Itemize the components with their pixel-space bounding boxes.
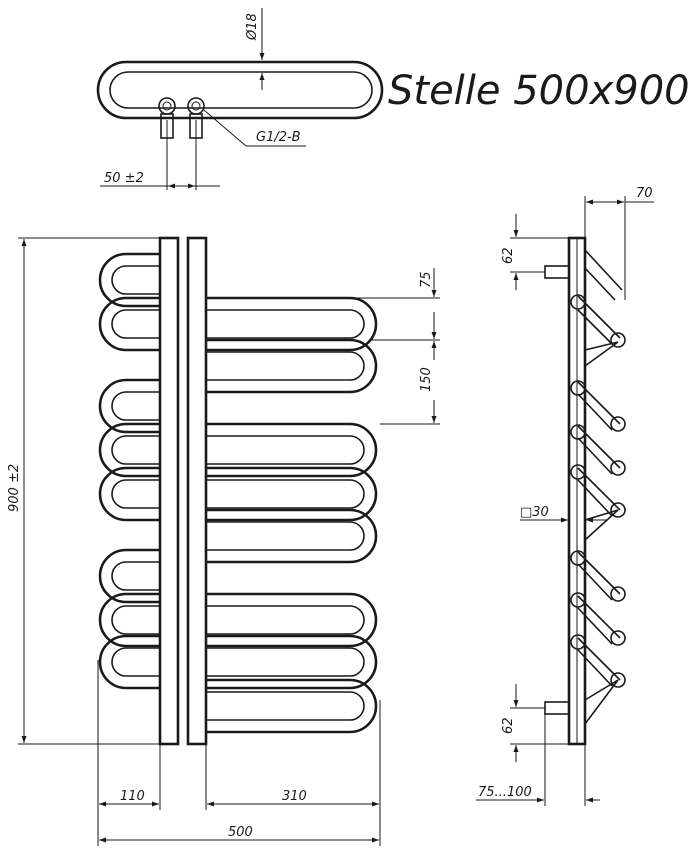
dim-width: 500 [228, 825, 253, 840]
wall-stub-bottom [544, 701, 570, 715]
dim-group-pitch: 150 [419, 367, 434, 392]
side-view: 70 62 □30 62 75...100 [476, 186, 654, 806]
top-connection-left [158, 97, 176, 115]
top-view-inner-loop [109, 71, 373, 109]
wall-stub-top [544, 265, 570, 279]
dim-loop-pitch: 75 [419, 271, 434, 288]
top-view-outer-loop [96, 60, 384, 120]
dim-right-span: 310 [282, 789, 307, 804]
dim-bottom-offset: 62 [501, 717, 516, 734]
dim-tube-diameter: Ø18 [245, 13, 260, 41]
dim-connection-spacing: 50 ±2 [104, 171, 144, 186]
dim-height: 900 ±2 [7, 464, 22, 512]
front-view: 75 150 900 ±2 110 310 500 [7, 236, 440, 846]
dim-left-offset: 110 [120, 789, 145, 804]
dim-collector-section: □30 [520, 505, 549, 520]
top-view: Ø18 G1/2-B 50 ±2 [96, 8, 384, 190]
loop-group [98, 252, 378, 734]
collector-left [158, 236, 180, 746]
collector-right [186, 236, 208, 746]
dim-thread: G1/2-B [256, 130, 301, 145]
dim-wall-distance: 75...100 [478, 785, 532, 800]
side-tubes [570, 249, 626, 725]
dim-top-offset: 62 [501, 247, 516, 264]
drawing-title: Stelle 500x900 [388, 68, 690, 114]
top-connection-right [187, 97, 205, 115]
dim-depth: 70 [636, 186, 653, 201]
